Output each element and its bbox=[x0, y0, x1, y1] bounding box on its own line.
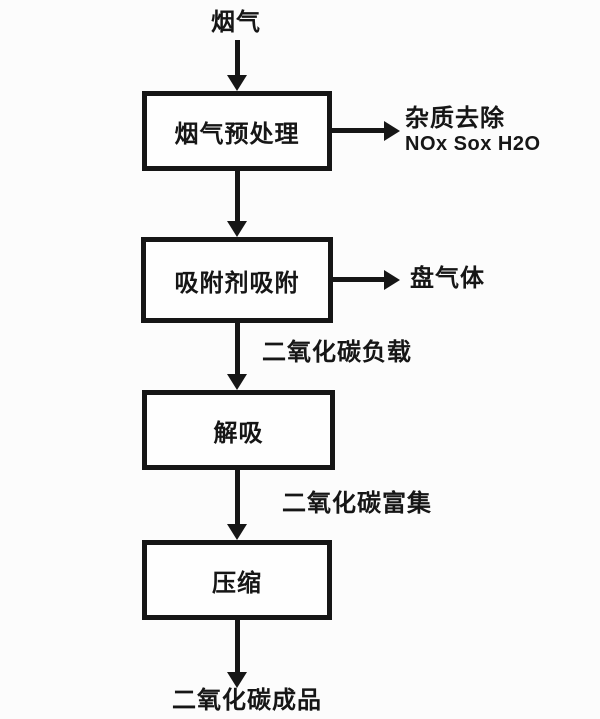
arrow-co2-enriched-head-icon bbox=[227, 524, 247, 540]
pretreatment-label: 烟气预处理 bbox=[174, 120, 300, 148]
arrow-flue-gas-head-icon bbox=[227, 75, 247, 91]
process-box-compression: 压缩 bbox=[142, 540, 332, 620]
desorption-label: 解吸 bbox=[213, 419, 264, 447]
arrow-co2-product-head-icon bbox=[227, 672, 247, 688]
impurity-removal-label: 杂质去除 NOx Sox H2O bbox=[405, 105, 541, 156]
arrow-tail-gas-head-icon bbox=[384, 270, 400, 290]
co2-loaded-stream-label: 二氧化碳负载 bbox=[262, 339, 412, 366]
co2-enriched-stream-label: 二氧化碳富集 bbox=[282, 490, 432, 517]
tail-gas-label: 盘气体 bbox=[410, 265, 485, 292]
arrow-co2-product-line bbox=[235, 620, 240, 673]
compression-label: 压缩 bbox=[212, 569, 262, 597]
impurity-removal-line1: 杂质去除 bbox=[405, 105, 505, 132]
process-box-pretreatment: 烟气预处理 bbox=[142, 91, 332, 171]
flue-gas-source-label: 烟气 bbox=[211, 9, 261, 36]
arrow-to-adsorption-head-icon bbox=[227, 221, 247, 237]
arrow-co2-loaded-head-icon bbox=[227, 374, 247, 390]
impurity-removal-line2: NOx Sox H2O bbox=[405, 133, 541, 156]
arrow-flue-gas-line bbox=[235, 40, 240, 76]
process-box-desorption: 解吸 bbox=[142, 390, 335, 470]
adsorption-label: 吸附剂吸附 bbox=[174, 269, 300, 297]
process-box-adsorption: 吸附剂吸附 bbox=[141, 237, 333, 323]
arrow-tail-gas-line bbox=[333, 277, 385, 282]
arrow-co2-loaded-line bbox=[235, 323, 240, 375]
arrow-impurity-head-icon bbox=[384, 121, 400, 141]
arrow-impurity-line bbox=[332, 128, 385, 133]
arrow-co2-enriched-line bbox=[235, 470, 240, 525]
co2-product-label: 二氧化碳成品 bbox=[172, 687, 322, 714]
arrow-to-adsorption-line bbox=[235, 171, 240, 222]
